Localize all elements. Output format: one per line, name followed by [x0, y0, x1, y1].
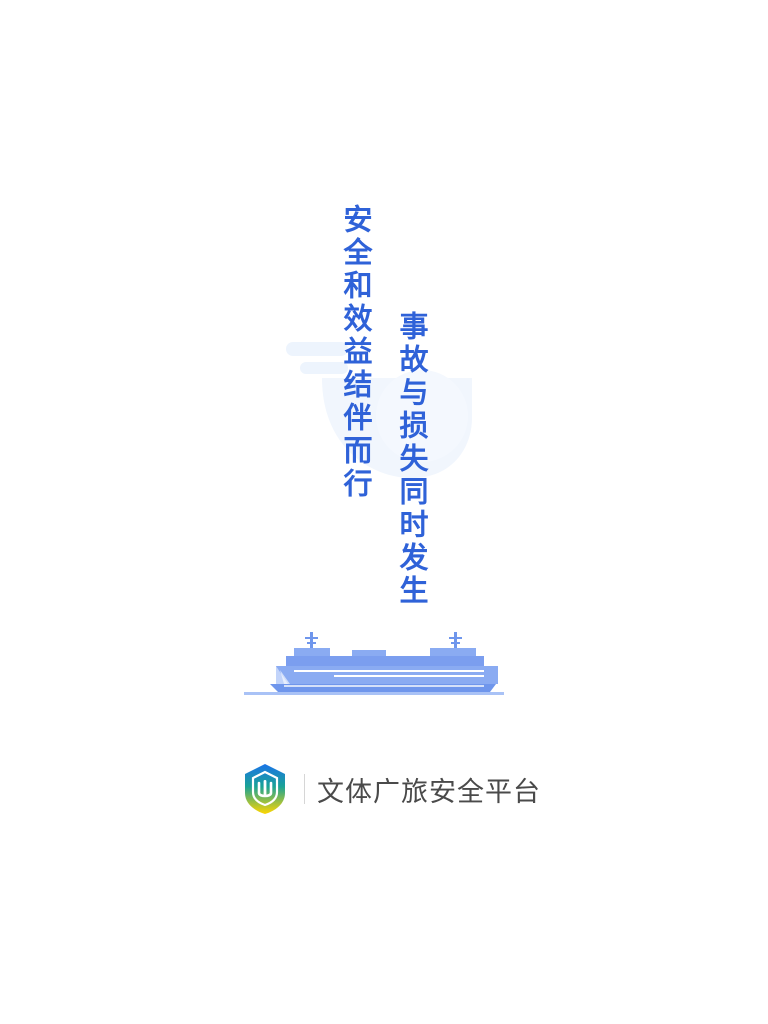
background-watermark-icon: [286, 342, 472, 478]
brand-footer: 文体广旅安全平台: [244, 762, 541, 816]
ferry-ship-icon: [244, 632, 504, 695]
slogan-safety-and-benefit: 安全和效益结伴而行: [339, 204, 373, 501]
slogan-accident-and-loss: 事故与损失同时发生: [395, 311, 429, 608]
shield-logo-icon: [245, 764, 285, 814]
brand-divider: [304, 774, 305, 804]
platform-name: 文体广旅安全平台: [317, 776, 541, 808]
